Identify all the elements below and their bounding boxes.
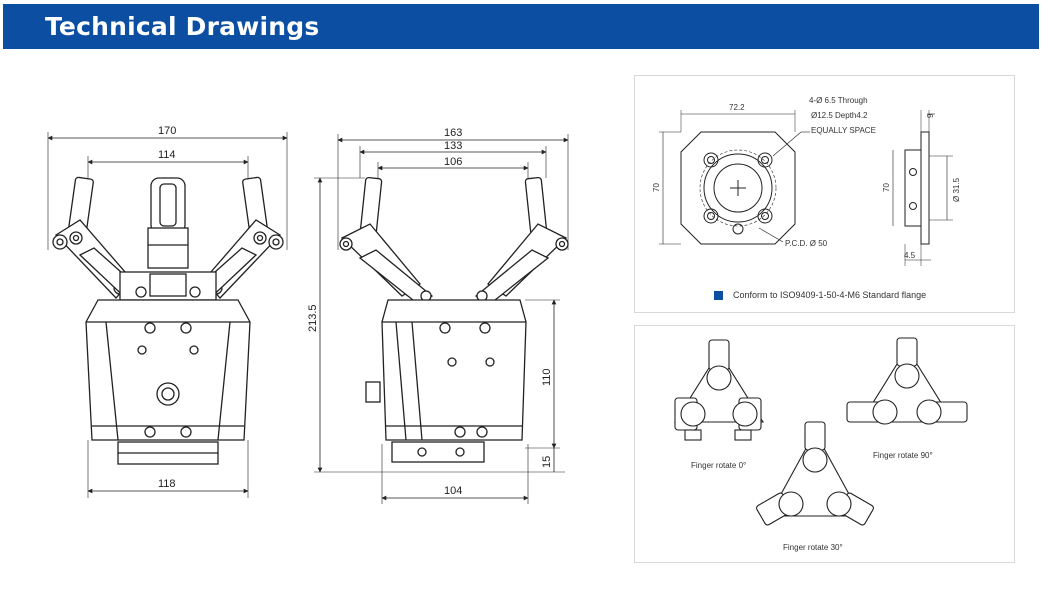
flange-note-counterbore: Ø12.5 Depth4.2 — [811, 111, 868, 120]
side-dim-height: 213.5 — [307, 304, 319, 332]
flange-side-dim-top: 9 — [926, 113, 935, 118]
front-dim-inner: 114 — [158, 149, 176, 161]
header-bar: Technical Drawings — [3, 4, 1039, 49]
side-dim-inner: 106 — [444, 156, 462, 168]
rotate-drawing: Finger rotate 0° Finger rotate 90° Finge… — [674, 337, 968, 552]
flange-pcd: P.C.D. Ø 50 — [785, 239, 828, 248]
side-dim-mid: 133 — [444, 140, 462, 152]
main-drawing: 170 114 118 — [47, 125, 569, 504]
flange-panel: 4-Ø 6.5 Through Ø12.5 Depth4.2 EQUALLY S… — [634, 75, 1015, 313]
rotate-90-sketch — [846, 337, 968, 425]
rotate-0-label: Finger rotate 0° — [691, 461, 746, 470]
rotate-30-label: Finger rotate 30° — [783, 543, 843, 552]
flange-side-dim-height: 70 — [882, 183, 891, 192]
side-dim-body: 110 — [541, 368, 553, 386]
side-dim-overall: 163 — [444, 127, 462, 139]
flange-side-dim-bottom: 4.5 — [904, 251, 916, 260]
side-dim-flange: 15 — [541, 456, 553, 468]
rotate-30-sketch — [756, 421, 874, 526]
flange-dim-height: 70 — [652, 183, 661, 192]
rotate-0-sketch — [674, 339, 764, 441]
flange-side-dim-dia: Ø 31.5 — [952, 177, 961, 202]
front-dim-overall: 170 — [158, 125, 176, 137]
legend-square-icon — [714, 291, 723, 300]
flange-note-holes: 4-Ø 6.5 Through — [809, 96, 868, 105]
front-view — [47, 132, 288, 498]
flange-dim-width: 72.2 — [729, 103, 745, 112]
side-dim-base: 104 — [444, 485, 462, 497]
front-dim-base: 118 — [158, 478, 176, 490]
page-title: Technical Drawings — [45, 12, 320, 41]
flange-legend: Conform to ISO9409-1-50-4-M6 Standard fl… — [733, 290, 927, 300]
rotate-panel: Finger rotate 0° Finger rotate 90° Finge… — [634, 325, 1015, 563]
side-view — [314, 134, 569, 504]
flange-drawing: 4-Ø 6.5 Through Ø12.5 Depth4.2 EQUALLY S… — [652, 96, 961, 266]
flange-note-equal: EQUALLY SPACE — [811, 126, 876, 135]
rotate-90-label: Finger rotate 90° — [873, 451, 933, 460]
